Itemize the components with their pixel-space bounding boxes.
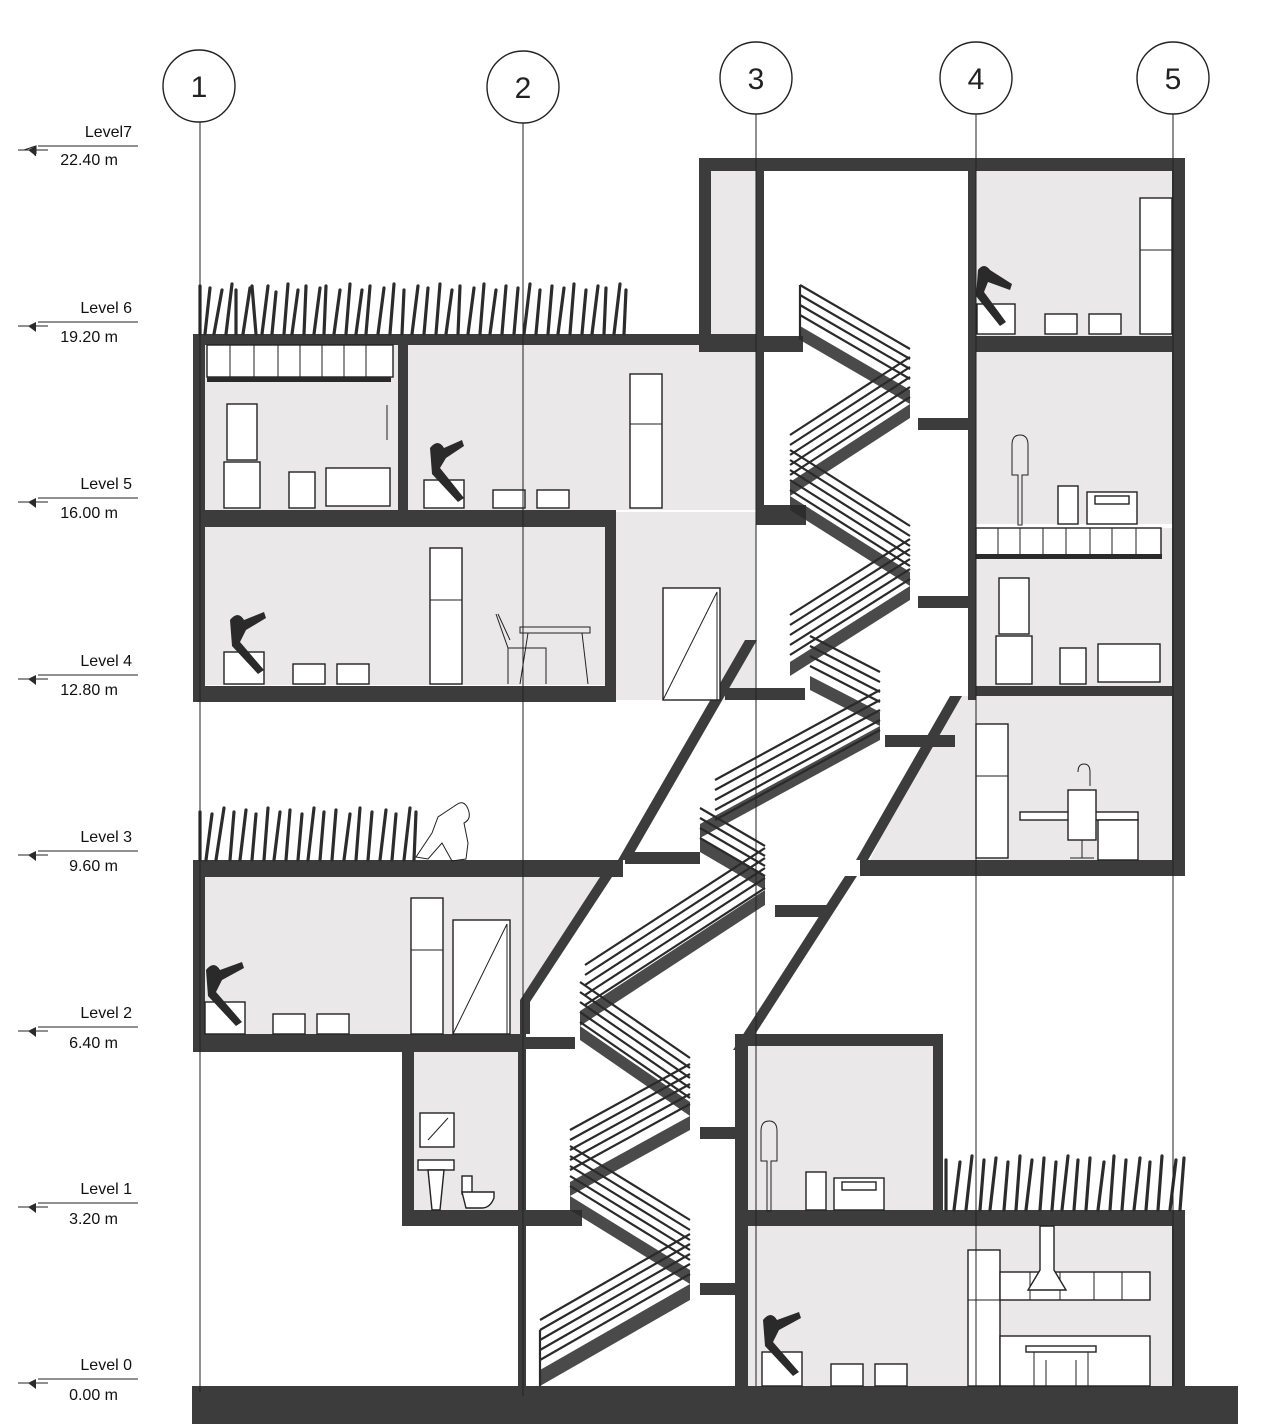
grid-lines (199, 114, 1174, 1396)
roof-planters (198, 282, 1186, 1212)
level-name: Level 1 (80, 1181, 132, 1198)
level-elevation: 9.60 m (69, 858, 118, 875)
level-marker-3: Level 3 9.60 m (18, 829, 138, 875)
level-elevation: 16.00 m (60, 505, 118, 522)
level-marker-6: Level 6 19.20 m (18, 300, 138, 346)
grid-label-2: 2 (515, 72, 532, 105)
level-elevation: 12.80 m (60, 682, 118, 699)
level-name: Level 2 (80, 1005, 132, 1022)
grid-bubble-3: 3 (719, 41, 793, 115)
level-marker-4: Level 4 12.80 m (18, 653, 138, 699)
stair-landings (525, 418, 970, 1295)
stair-flights (538, 284, 911, 1386)
grid-bubble-5: 5 (1136, 41, 1210, 115)
grid-bubble-1: 1 (162, 49, 236, 123)
grid-bubble-4: 4 (939, 41, 1013, 115)
level-name: Level 3 (80, 829, 132, 846)
level-name: Level 6 (80, 300, 132, 317)
level-marker-0: Level 0 0.00 m (18, 1357, 138, 1404)
level-elevation: 6.40 m (69, 1035, 118, 1052)
level-elevation: 0.00 m (69, 1387, 118, 1404)
level-name: Level 5 (80, 476, 132, 493)
level-marker-2: Level 2 6.40 m (18, 1005, 138, 1052)
level-name: Level 4 (80, 653, 132, 670)
level-elevation: 3.20 m (69, 1211, 118, 1228)
grid-label-3: 3 (748, 63, 765, 96)
level-name: Level 0 (80, 1357, 132, 1374)
level-marker-7: Level7 22.40 m (18, 124, 138, 169)
level-marker-1: Level 1 3.20 m (18, 1181, 138, 1228)
level-name: Level7 (85, 124, 132, 141)
grid-label-1: 1 (191, 71, 208, 104)
grid-bubble-2: 2 (486, 50, 560, 124)
level-elevation: 22.40 m (60, 152, 118, 169)
grid-label-5: 5 (1165, 63, 1182, 96)
level-elevation: 19.20 m (60, 329, 118, 346)
grid-label-4: 4 (968, 63, 985, 96)
furniture (204, 197, 1173, 1387)
structure-walls (192, 158, 1238, 1424)
level-marker-5: Level 5 16.00 m (18, 476, 138, 522)
